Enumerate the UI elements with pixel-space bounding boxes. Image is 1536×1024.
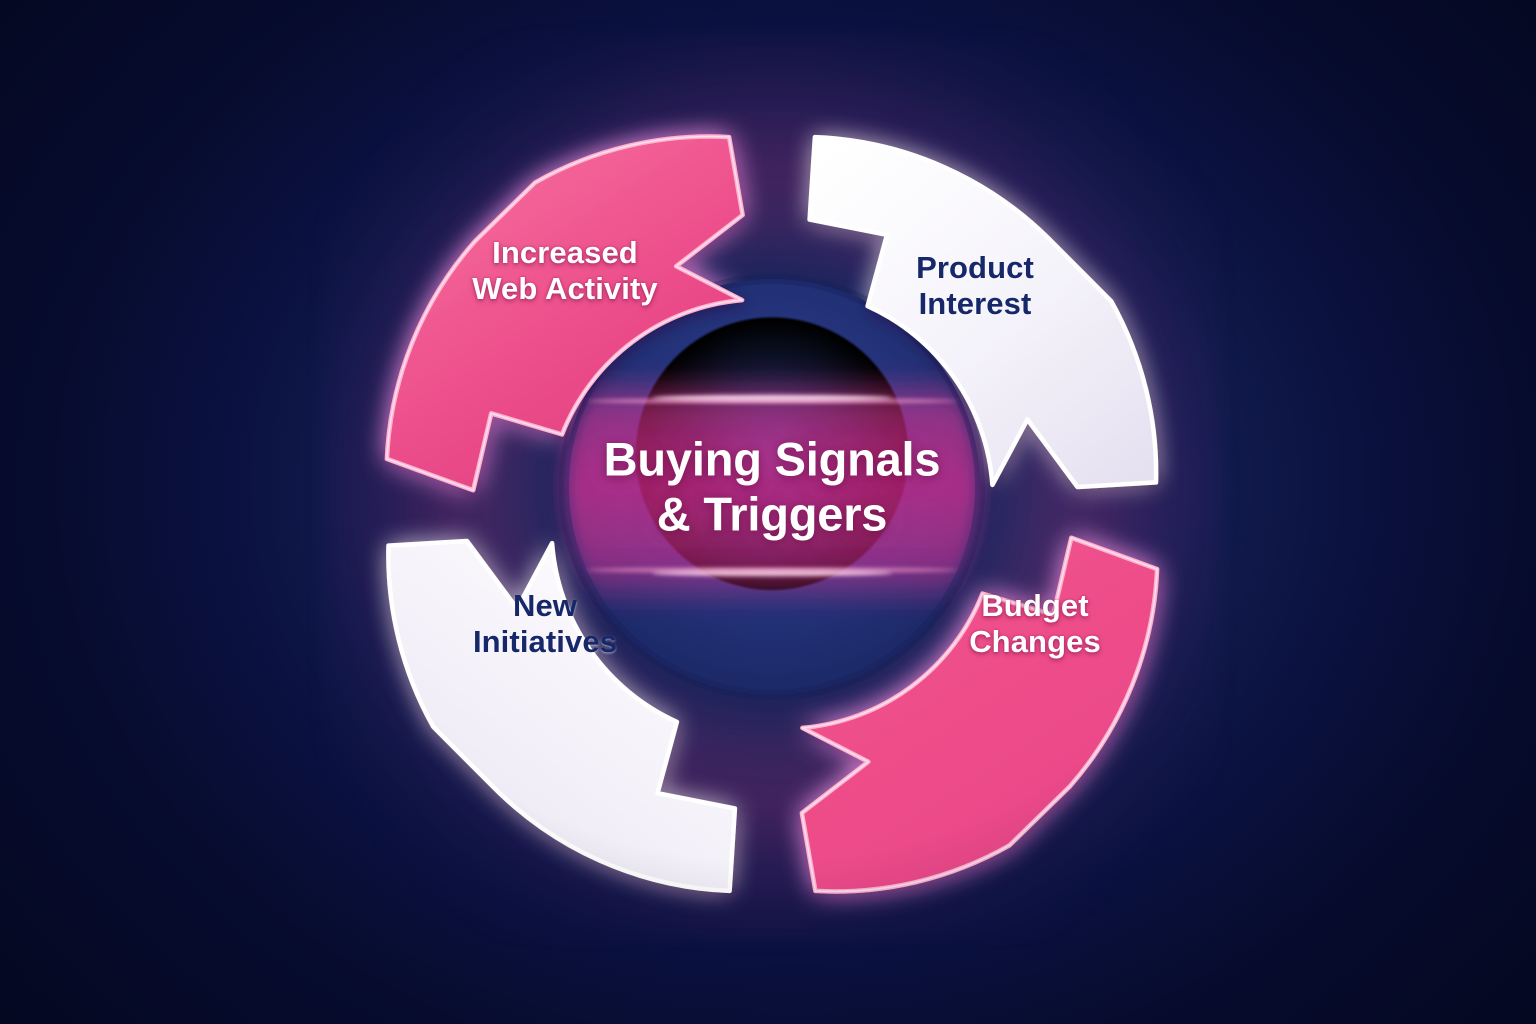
infographic-canvas: Increased Web Activity Product Interest …: [0, 0, 1536, 1024]
cycle-ring-diagram: [0, 0, 1536, 1024]
